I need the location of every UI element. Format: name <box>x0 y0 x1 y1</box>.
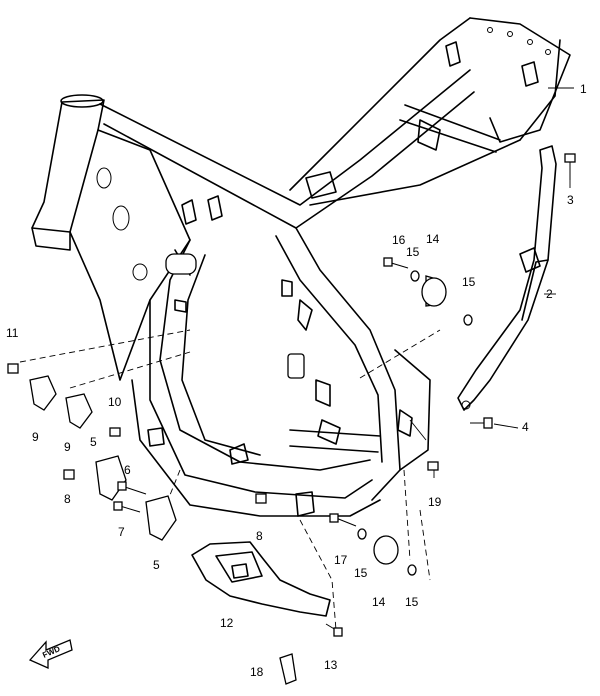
callout-13: 13 <box>324 658 338 672</box>
callout-16: 16 <box>392 233 406 247</box>
callout-18: 18 <box>250 665 264 679</box>
callout-5-upper: 5 <box>90 435 97 449</box>
engine-guard <box>191 541 331 617</box>
callout-9-left: 9 <box>32 430 39 444</box>
callout-5-lower: 5 <box>153 558 160 572</box>
small-parts <box>7 153 576 685</box>
callout-14-upper: 14 <box>426 232 440 246</box>
callout-4: 4 <box>522 420 529 434</box>
callout-15-right: 15 <box>462 275 476 289</box>
leader-lines <box>409 87 574 478</box>
callout-12: 12 <box>220 616 234 630</box>
callout-14-lower: 14 <box>372 595 386 609</box>
callout-10: 10 <box>108 395 122 409</box>
callout-8-left: 8 <box>64 492 71 506</box>
callout-17: 17 <box>334 553 348 567</box>
callout-8-center: 8 <box>256 529 263 543</box>
callout-11: 11 <box>6 326 19 340</box>
callout-9-right: 9 <box>64 440 71 454</box>
centre-lines <box>19 329 441 631</box>
callout-6: 6 <box>124 463 131 477</box>
rear-frame-stay <box>457 145 557 411</box>
callout-15-lower-right: 15 <box>405 595 419 609</box>
callout-15-lower-left: 15 <box>354 566 368 580</box>
callout-15-upper: 15 <box>406 245 420 259</box>
callout-7: 7 <box>118 525 125 539</box>
callout-2: 2 <box>546 287 553 301</box>
callout-labels: 1 2 3 4 5 5 6 7 8 8 9 9 10 11 12 13 14 1… <box>6 82 587 679</box>
fwd-arrow-icon: FWD <box>28 639 73 670</box>
callout-3: 3 <box>567 193 574 207</box>
callout-19: 19 <box>428 495 442 509</box>
main-frame <box>31 17 571 517</box>
callout-1: 1 <box>580 82 587 96</box>
